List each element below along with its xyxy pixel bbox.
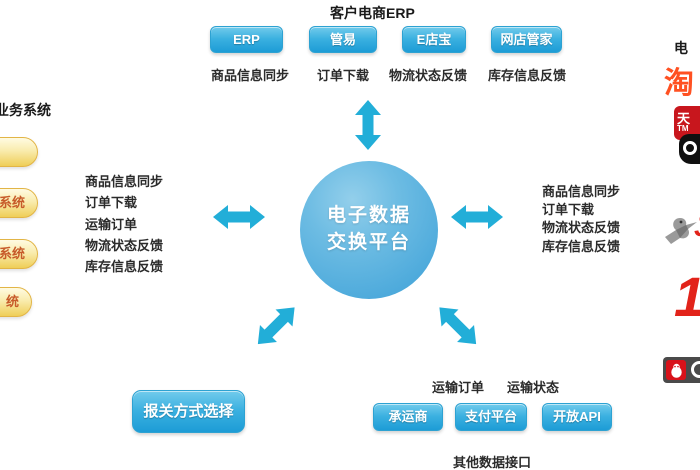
carrier-button[interactable]: 承运商 [373,403,443,431]
jd-bird-icon [662,213,698,252]
bottom-label-transport-status: 运输状态 [507,380,560,395]
tmall-cn-text: 天 [677,111,691,126]
top-flow-label-order-download: 订单下载 [317,68,370,83]
qq-penguin-badge [666,360,686,380]
tmall-cat-icon [679,134,700,164]
bottom-label-transport-order: 运输订单 [432,380,485,395]
erp-button[interactable]: ERP [210,26,283,53]
left-flow-label-logistics-feedback: 物流状态反馈 [85,238,164,253]
top-group-title: 客户电商ERP [330,5,415,21]
top-flow-label-goods-sync: 商品信息同步 [211,68,290,83]
bidirectional-arrow-bottom-right-icon [425,297,487,359]
qq-letter-ring [691,361,700,378]
bidirectional-arrow-bottom-left-icon [247,297,309,359]
left-system-button-1[interactable] [0,137,38,167]
bidirectional-arrow-up-icon [352,100,384,155]
payment-platform-button[interactable]: 支付平台 [455,403,527,431]
guanyi-button[interactable]: 管易 [309,26,377,53]
right-flow-label-stock-feedback: 库存信息反馈 [542,239,621,254]
open-api-button[interactable]: 开放API [542,403,612,431]
left-flow-label-transport-order: 运输订单 [85,217,138,232]
right-group-title: 电 [674,40,688,56]
tmall-cat-eye-ring [683,141,697,155]
qq-logo-icon [663,357,700,383]
bidirectional-arrow-left-icon [213,202,265,237]
top-flow-label-stock-feedback: 库存信息反馈 [488,68,567,83]
wangdian-guanjia-button[interactable]: 网店管家 [491,26,562,53]
customs-method-button[interactable]: 报关方式选择 [132,390,245,433]
right-flow-label-logistics-feedback: 物流状态反馈 [542,220,621,235]
edianbao-button[interactable]: E店宝 [402,26,466,53]
tmall-en-text: TM [677,124,689,133]
edi-platform-hub: 电子数据 交换平台 [300,161,438,299]
left-system-button-4[interactable]: 统 [0,287,32,317]
jd-letter-text: J [694,212,700,243]
left-group-title: 业务系统 [0,102,51,118]
left-system-button-3[interactable]: 系统 [0,239,38,269]
left-flow-label-stock-feedback: 库存信息反馈 [85,259,164,274]
hub-label-line2: 交换平台 [326,232,411,253]
bidirectional-arrow-right-icon [451,202,503,237]
hub-label-line1: 电子数据 [326,205,411,227]
right-flow-label-goods-sync: 商品信息同步 [542,184,621,199]
bottom-caption-other-data-interface: 其他数据接口 [453,455,532,470]
left-flow-label-goods-sync: 商品信息同步 [85,174,164,189]
taobao-logo-icon: 淘 [664,67,694,100]
right-flow-label-order-download: 订单下载 [542,202,595,217]
left-flow-label-order-download: 订单下载 [85,195,138,210]
yihaodian-logo-icon: 1 [674,264,700,329]
qq-penguin-icon [670,363,682,378]
top-flow-label-logistics-feedback: 物流状态反馈 [389,68,468,83]
left-system-button-2[interactable]: 系统 [0,188,38,218]
